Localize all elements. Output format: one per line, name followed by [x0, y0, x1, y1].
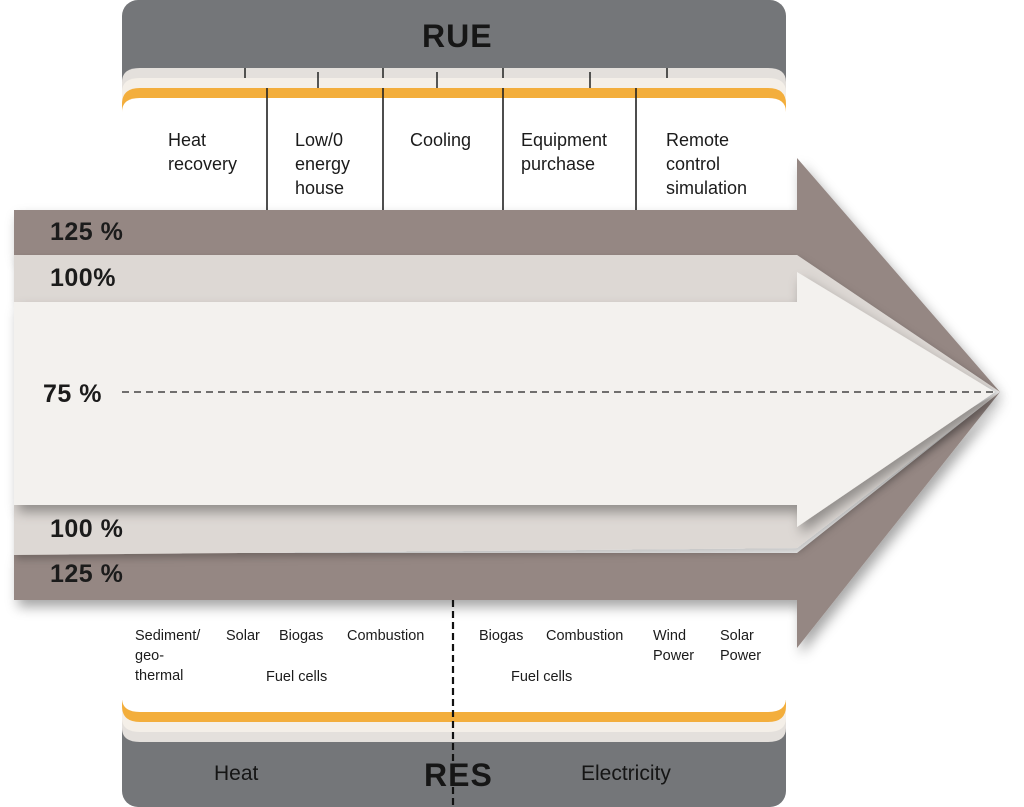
- level-label-top-125: 125 %: [50, 218, 124, 246]
- res-elec-item-biogas: Biogas: [479, 628, 524, 644]
- rue-title: RUE: [422, 18, 493, 54]
- res-elec-item-fuel-cells: Fuel cells: [511, 669, 573, 685]
- res-electricity-label: Electricity: [581, 762, 671, 785]
- res-heat-label: Heat: [214, 762, 259, 785]
- rue-white-card: [122, 98, 786, 215]
- level-label-bottom-125: 125 %: [50, 560, 124, 588]
- rue-item-equipment-purchase: Equipment purchase: [521, 130, 608, 174]
- res-heat-item-biogas: Biogas: [279, 628, 324, 644]
- rue-item-cooling: Cooling: [410, 130, 472, 150]
- rue-ticks: [244, 68, 668, 88]
- rue-item-low-energy-house: Low/0 energy house: [295, 130, 351, 198]
- rue-dividers: [266, 88, 637, 212]
- level-label-middle-75: 75 %: [43, 380, 102, 408]
- band-top-125: [14, 158, 1000, 392]
- level-label-bottom-100: 100 %: [50, 515, 124, 543]
- res-title: RES: [424, 757, 493, 793]
- res-elec-item-solar-power: Solar Power: [720, 628, 762, 664]
- res-heat-item-solar: Solar: [226, 628, 260, 644]
- rue-item-remote-control: Remote control simulation: [666, 130, 748, 198]
- res-elec-item-wind-power: Wind Power: [653, 628, 695, 664]
- res-heat-item-sediment: Sediment/ geo- thermal: [135, 628, 201, 684]
- rue-item-heat-recovery: Heat recovery: [168, 130, 238, 174]
- band-bottom-125: [14, 392, 1000, 648]
- res-elec-item-combustion: Combustion: [546, 628, 624, 644]
- band-bottom-100: [14, 392, 1000, 555]
- band-top-100: [14, 255, 1000, 392]
- res-white-card: [122, 596, 786, 712]
- res-heat-item-combustion: Combustion: [347, 628, 425, 644]
- level-label-top-100: 100%: [50, 264, 116, 292]
- band-middle-75: [14, 272, 995, 527]
- res-heat-item-fuel-cells: Fuel cells: [266, 669, 328, 685]
